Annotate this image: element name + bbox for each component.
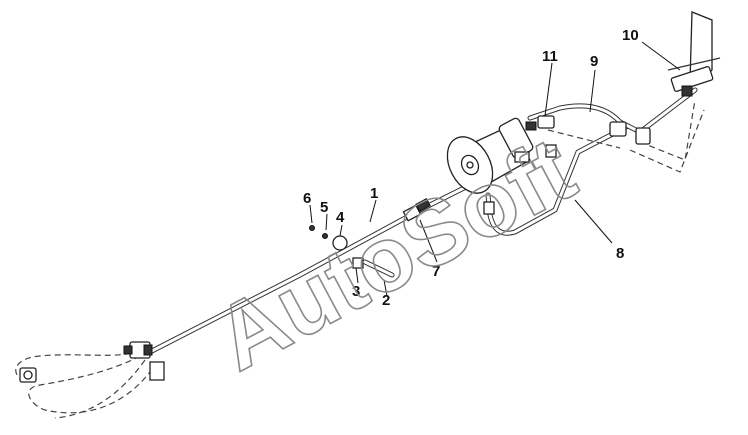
callout-2: 2: [382, 292, 390, 309]
leader-lines: [309, 41, 681, 297]
callout-6: 6: [303, 190, 311, 207]
callout-7: 7: [432, 263, 440, 280]
front-right-dashed-hoses: [547, 99, 705, 173]
clip-assembly: [309, 225, 364, 269]
main-brake-line: [147, 182, 473, 355]
callout-8: 8: [616, 245, 624, 262]
left-end-fitting: [19, 367, 37, 383]
callout-1: 1: [370, 185, 378, 202]
callout-10: 10: [622, 27, 639, 44]
callout-labels: 1 2 3 4 5 6 7 8 9 10 11: [303, 27, 639, 309]
callout-4: 4: [336, 209, 345, 226]
union-fitting: [402, 197, 431, 222]
callout-5: 5: [320, 199, 328, 216]
brake-booster: [446, 117, 534, 194]
tee-fittings-upper: [525, 115, 651, 158]
bolt: [362, 259, 395, 278]
watermark-text: AutoSoft: [200, 118, 591, 390]
callout-9: 9: [590, 53, 598, 70]
mounting-bracket: [667, 11, 721, 97]
autosoft-watermark: AutoSoft: [199, 117, 591, 391]
callout-3: 3: [352, 283, 360, 300]
rear-left-dashed-hoses: [15, 349, 151, 419]
rear-tee-fitting: [123, 341, 165, 381]
callout-11: 11: [542, 48, 558, 65]
lower-brake-line: [483, 123, 631, 236]
